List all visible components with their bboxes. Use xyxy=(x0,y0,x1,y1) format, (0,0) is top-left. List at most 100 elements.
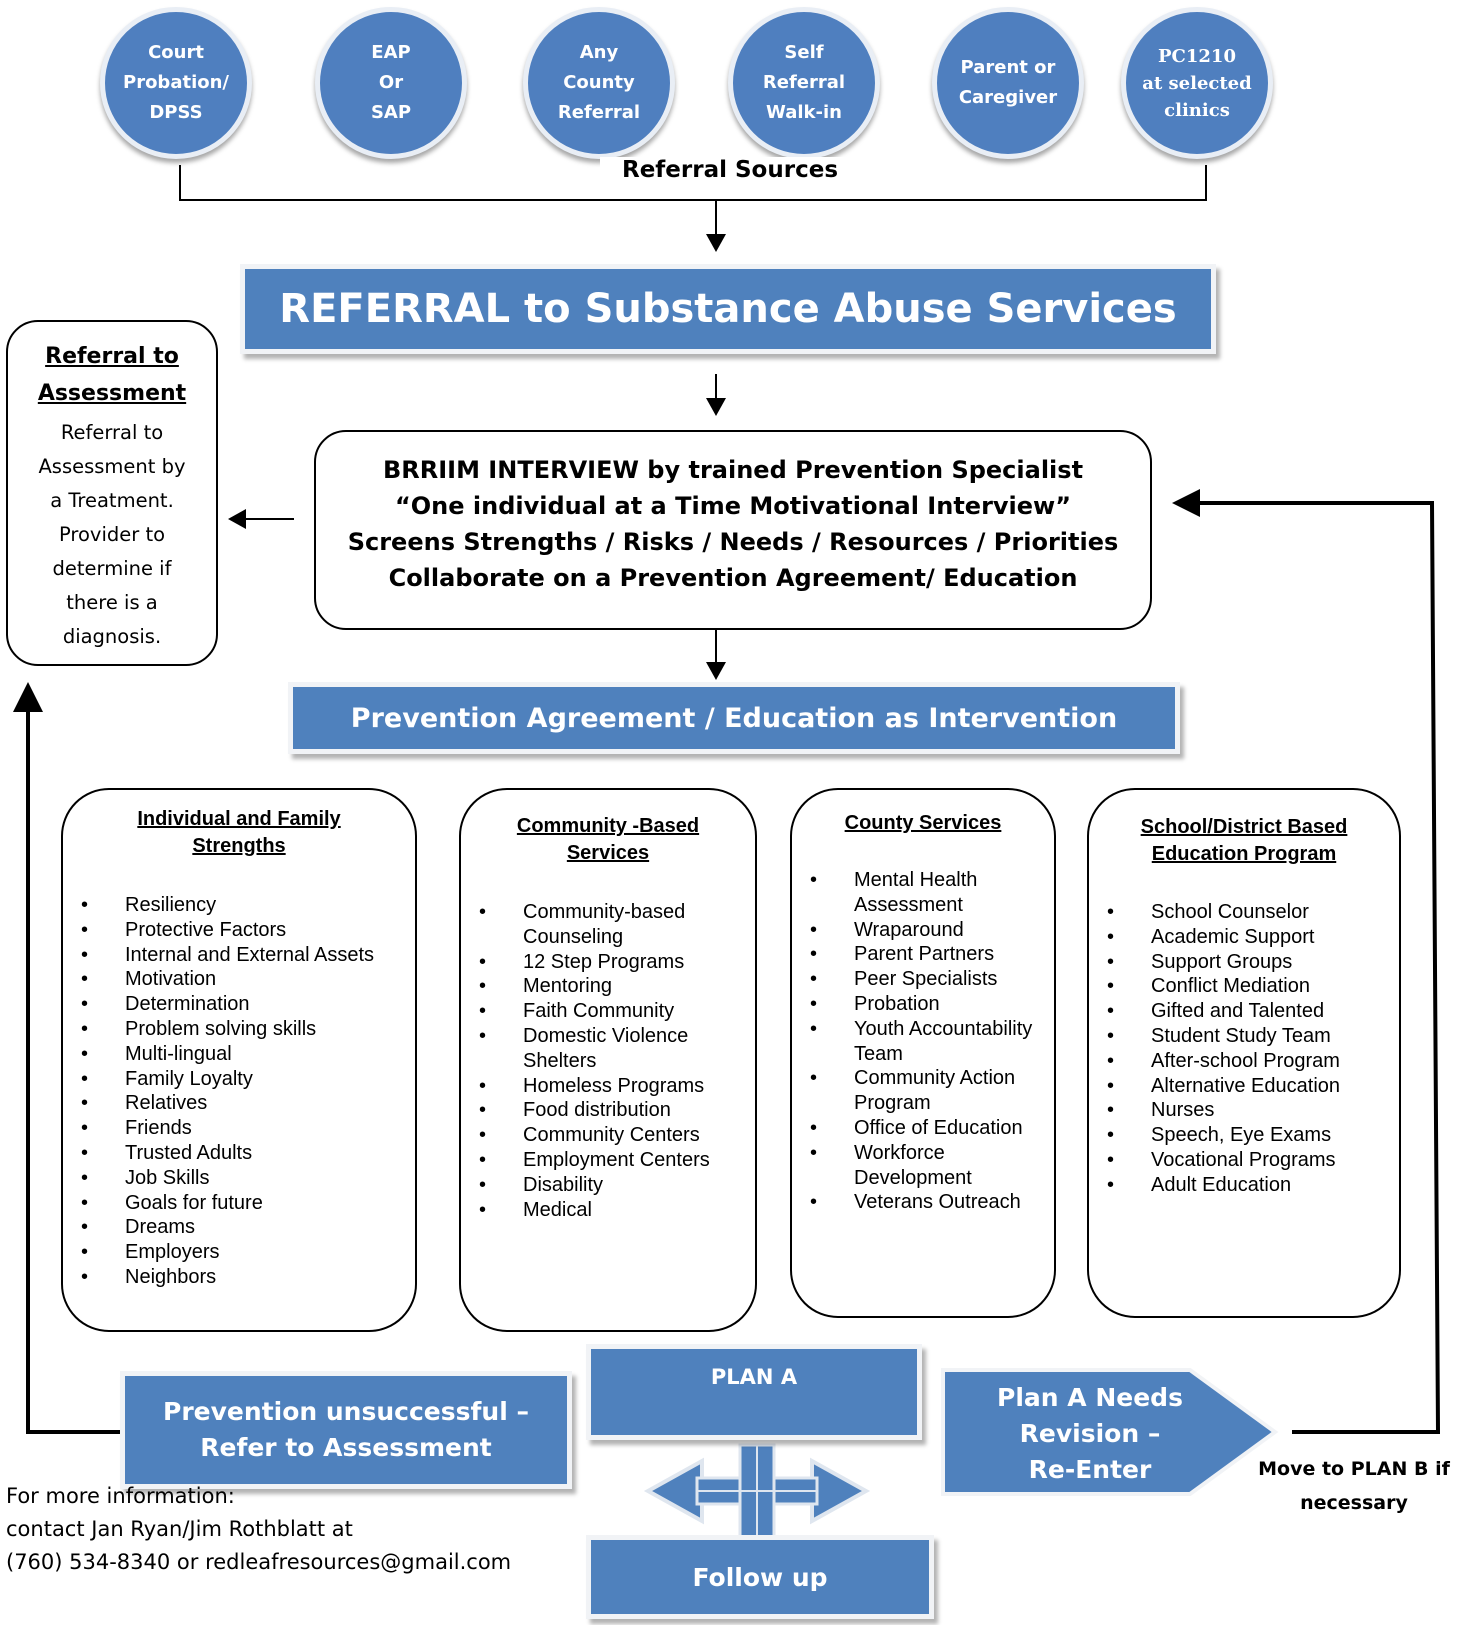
list-item: Youth Accountability Team xyxy=(792,1017,1054,1067)
list-item: Protective Factors xyxy=(63,918,413,943)
cross-arrows-icon xyxy=(643,1443,871,1539)
source-label: EAP Or SAP xyxy=(370,42,412,123)
plan-b-note: Move to PLAN B if necessary xyxy=(1258,1458,1450,1514)
list-item: Resiliency xyxy=(63,893,413,918)
list-item: Relatives xyxy=(63,1091,413,1116)
list-item: Domestic Violence Shelters xyxy=(461,1024,751,1074)
community-title: Community -Based Services xyxy=(516,815,700,864)
list-item: Food distribution xyxy=(461,1098,751,1123)
list-item: Alternative Education xyxy=(1089,1074,1399,1099)
arrowhead-left xyxy=(1172,489,1200,517)
list-item: Faith Community xyxy=(461,999,751,1024)
list-item: Family Loyalty xyxy=(63,1067,413,1092)
assessment-title-line1: Referral to xyxy=(45,344,179,369)
community-list: Community-based Counseling 12 Step Progr… xyxy=(461,900,751,1222)
school-title: School/District Based Education Program xyxy=(1140,816,1348,865)
list-item: Vocational Programs xyxy=(1089,1148,1399,1173)
list-item: Community Action Program xyxy=(792,1066,1054,1116)
revision-label: Plan A Needs Revision – Re-Enter xyxy=(997,1383,1183,1484)
list-item: Homeless Programs xyxy=(461,1074,751,1099)
assessment-box: Referral to Assessment Referral to Asses… xyxy=(6,320,218,666)
community-column: Community -Based Services Community-base… xyxy=(459,788,757,1332)
list-item: Friends xyxy=(63,1116,413,1141)
list-item: Problem solving skills xyxy=(63,1017,413,1042)
source-label: PC1210 at selected clinics xyxy=(1142,45,1252,121)
list-item: Community Centers xyxy=(461,1123,751,1148)
interview-line4: Collaborate on a Prevention Agreement/ E… xyxy=(388,564,1078,592)
list-item: 12 Step Programs xyxy=(461,950,751,975)
source-label: Any County Referral xyxy=(557,42,641,123)
list-item: Student Study Team xyxy=(1089,1024,1399,1049)
follow-up-banner: Follow up xyxy=(586,1535,934,1619)
list-item: Workforce Development xyxy=(792,1141,1054,1191)
revision-loop-line xyxy=(1190,501,1441,1434)
referral-sources-bracket xyxy=(179,165,1207,201)
main-banner: REFERRAL to Substance Abuse Services xyxy=(240,264,1216,354)
list-item: Gifted and Talented xyxy=(1089,999,1399,1024)
strengths-list: Resiliency Protective Factors Internal a… xyxy=(63,893,413,1290)
list-item: Community-based Counseling xyxy=(461,900,751,950)
source-label: Court Probation/ DPSS xyxy=(123,42,229,123)
referral-sources-caption: Referral Sources xyxy=(600,157,860,183)
school-list: School Counselor Academic Support Suppor… xyxy=(1089,900,1399,1198)
list-item: Support Groups xyxy=(1089,950,1399,975)
source-pc1210: PC1210 at selected clinics xyxy=(1121,7,1273,159)
list-item: Trusted Adults xyxy=(63,1141,413,1166)
contact-info: For more information: contact Jan Ryan/J… xyxy=(6,1480,511,1579)
arrowhead-assessment xyxy=(228,509,246,529)
list-item: Wraparound xyxy=(792,918,1054,943)
assessment-title-line2: Assessment xyxy=(37,381,187,406)
list-item: Peer Specialists xyxy=(792,967,1054,992)
interview-line2: “One individual at a Time Motivational I… xyxy=(395,492,1071,520)
contact-line2: contact Jan Ryan/Jim Rothblatt at xyxy=(6,1517,353,1541)
school-column: School/District Based Education Program … xyxy=(1087,788,1401,1318)
list-item: Speech, Eye Exams xyxy=(1089,1123,1399,1148)
list-item: After-school Program xyxy=(1089,1049,1399,1074)
interview-box: BRRIIM INTERVIEW by trained Prevention S… xyxy=(314,430,1152,630)
list-item: Determination xyxy=(63,992,413,1017)
list-item: Goals for future xyxy=(63,1191,413,1216)
list-item: Disability xyxy=(461,1173,751,1198)
list-item: Employers xyxy=(63,1240,413,1265)
source-self-referral: Self Referral Walk-in xyxy=(728,7,880,159)
list-item: Dreams xyxy=(63,1215,413,1240)
plan-a-banner: PLAN A xyxy=(586,1344,922,1440)
prevention-banner: Prevention Agreement / Education as Inte… xyxy=(288,682,1180,754)
arrowhead-up xyxy=(13,682,43,712)
list-item: Nurses xyxy=(1089,1098,1399,1123)
interview-line3: Screens Strengths / Risks / Needs / Reso… xyxy=(347,528,1119,556)
list-item: Adult Education xyxy=(1089,1173,1399,1198)
arrowhead-interview xyxy=(706,398,726,416)
county-title: County Services xyxy=(844,812,1002,834)
source-court-probation: Court Probation/ DPSS xyxy=(100,7,252,159)
source-eap-sap: EAP Or SAP xyxy=(315,7,467,159)
unsuccessful-loop-line xyxy=(26,702,122,1434)
list-item: Parent Partners xyxy=(792,942,1054,967)
list-item: Office of Education xyxy=(792,1116,1054,1141)
list-item: Motivation xyxy=(63,967,413,992)
source-county-referral: Any County Referral xyxy=(523,7,675,159)
county-list: Mental Health Assessment Wraparound Pare… xyxy=(792,868,1054,1215)
list-item: Probation xyxy=(792,992,1054,1017)
interview-line1: BRRIIM INTERVIEW by trained Prevention S… xyxy=(382,456,1084,484)
list-item: Veterans Outreach xyxy=(792,1190,1054,1215)
unsuccessful-banner: Prevention unsuccessful – Refer to Asses… xyxy=(120,1371,572,1489)
arrowhead-prevention xyxy=(706,662,726,680)
list-item: School Counselor xyxy=(1089,900,1399,925)
contact-line1: For more information: xyxy=(6,1484,235,1508)
list-item: Job Skills xyxy=(63,1166,413,1191)
county-column: County Services Mental Health Assessment… xyxy=(790,788,1056,1318)
list-item: Internal and External Assets xyxy=(63,943,413,968)
list-item: Conflict Mediation xyxy=(1089,974,1399,999)
arrowhead-sources xyxy=(706,234,726,252)
assessment-body: Referral to Assessment by a Treatment. P… xyxy=(38,421,186,648)
list-item: Academic Support xyxy=(1089,925,1399,950)
list-item: Employment Centers xyxy=(461,1148,751,1173)
list-item: Neighbors xyxy=(63,1265,413,1290)
list-item: Mental Health Assessment xyxy=(792,868,1054,918)
source-parent-caregiver: Parent or Caregiver xyxy=(932,7,1084,159)
strengths-title: Individual and Family Strengths xyxy=(137,808,341,857)
list-item: Multi-lingual xyxy=(63,1042,413,1067)
list-item: Medical xyxy=(461,1198,751,1223)
